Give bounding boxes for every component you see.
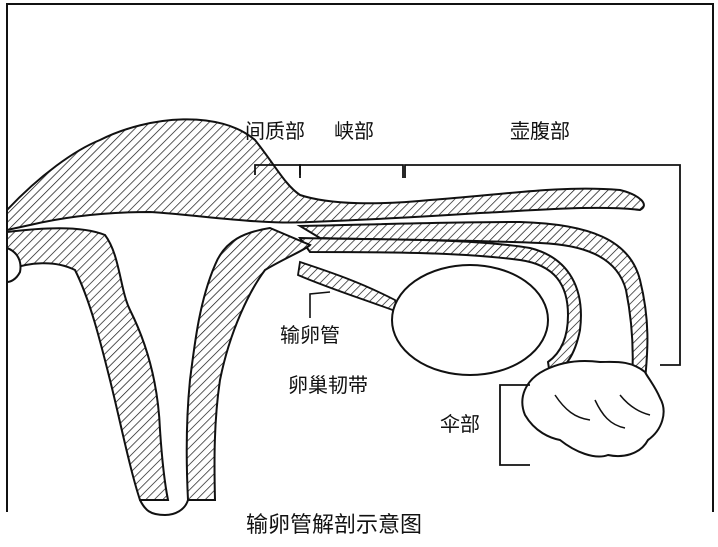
label-ampulla: 壶腹部 xyxy=(510,119,570,143)
bracket-fimbria xyxy=(499,384,530,466)
leader-oviduct xyxy=(309,291,331,318)
label-isthmus: 峡部 xyxy=(334,119,374,143)
label-fimbria: 伞部 xyxy=(440,412,480,436)
figure-caption: 输卵管解剖示意图 xyxy=(246,513,423,538)
bracket-ampulla xyxy=(404,164,681,366)
label-interstitial: 间质部 xyxy=(245,119,305,143)
uterine-fundus xyxy=(6,118,645,232)
uterine-wall-right xyxy=(185,226,312,501)
label-oviduct: 输卵管 xyxy=(280,323,340,347)
bracket-isthmus xyxy=(299,164,404,178)
fimbria-folds xyxy=(554,394,651,429)
label-ovarian-ligament: 卵巢韧带 xyxy=(288,373,368,397)
cervix xyxy=(139,499,189,517)
ovarian-ligament xyxy=(297,260,400,314)
uterine-wall-left xyxy=(6,227,170,501)
fimbria xyxy=(521,360,665,458)
ovary xyxy=(391,264,549,376)
left-bulge xyxy=(6,246,22,284)
